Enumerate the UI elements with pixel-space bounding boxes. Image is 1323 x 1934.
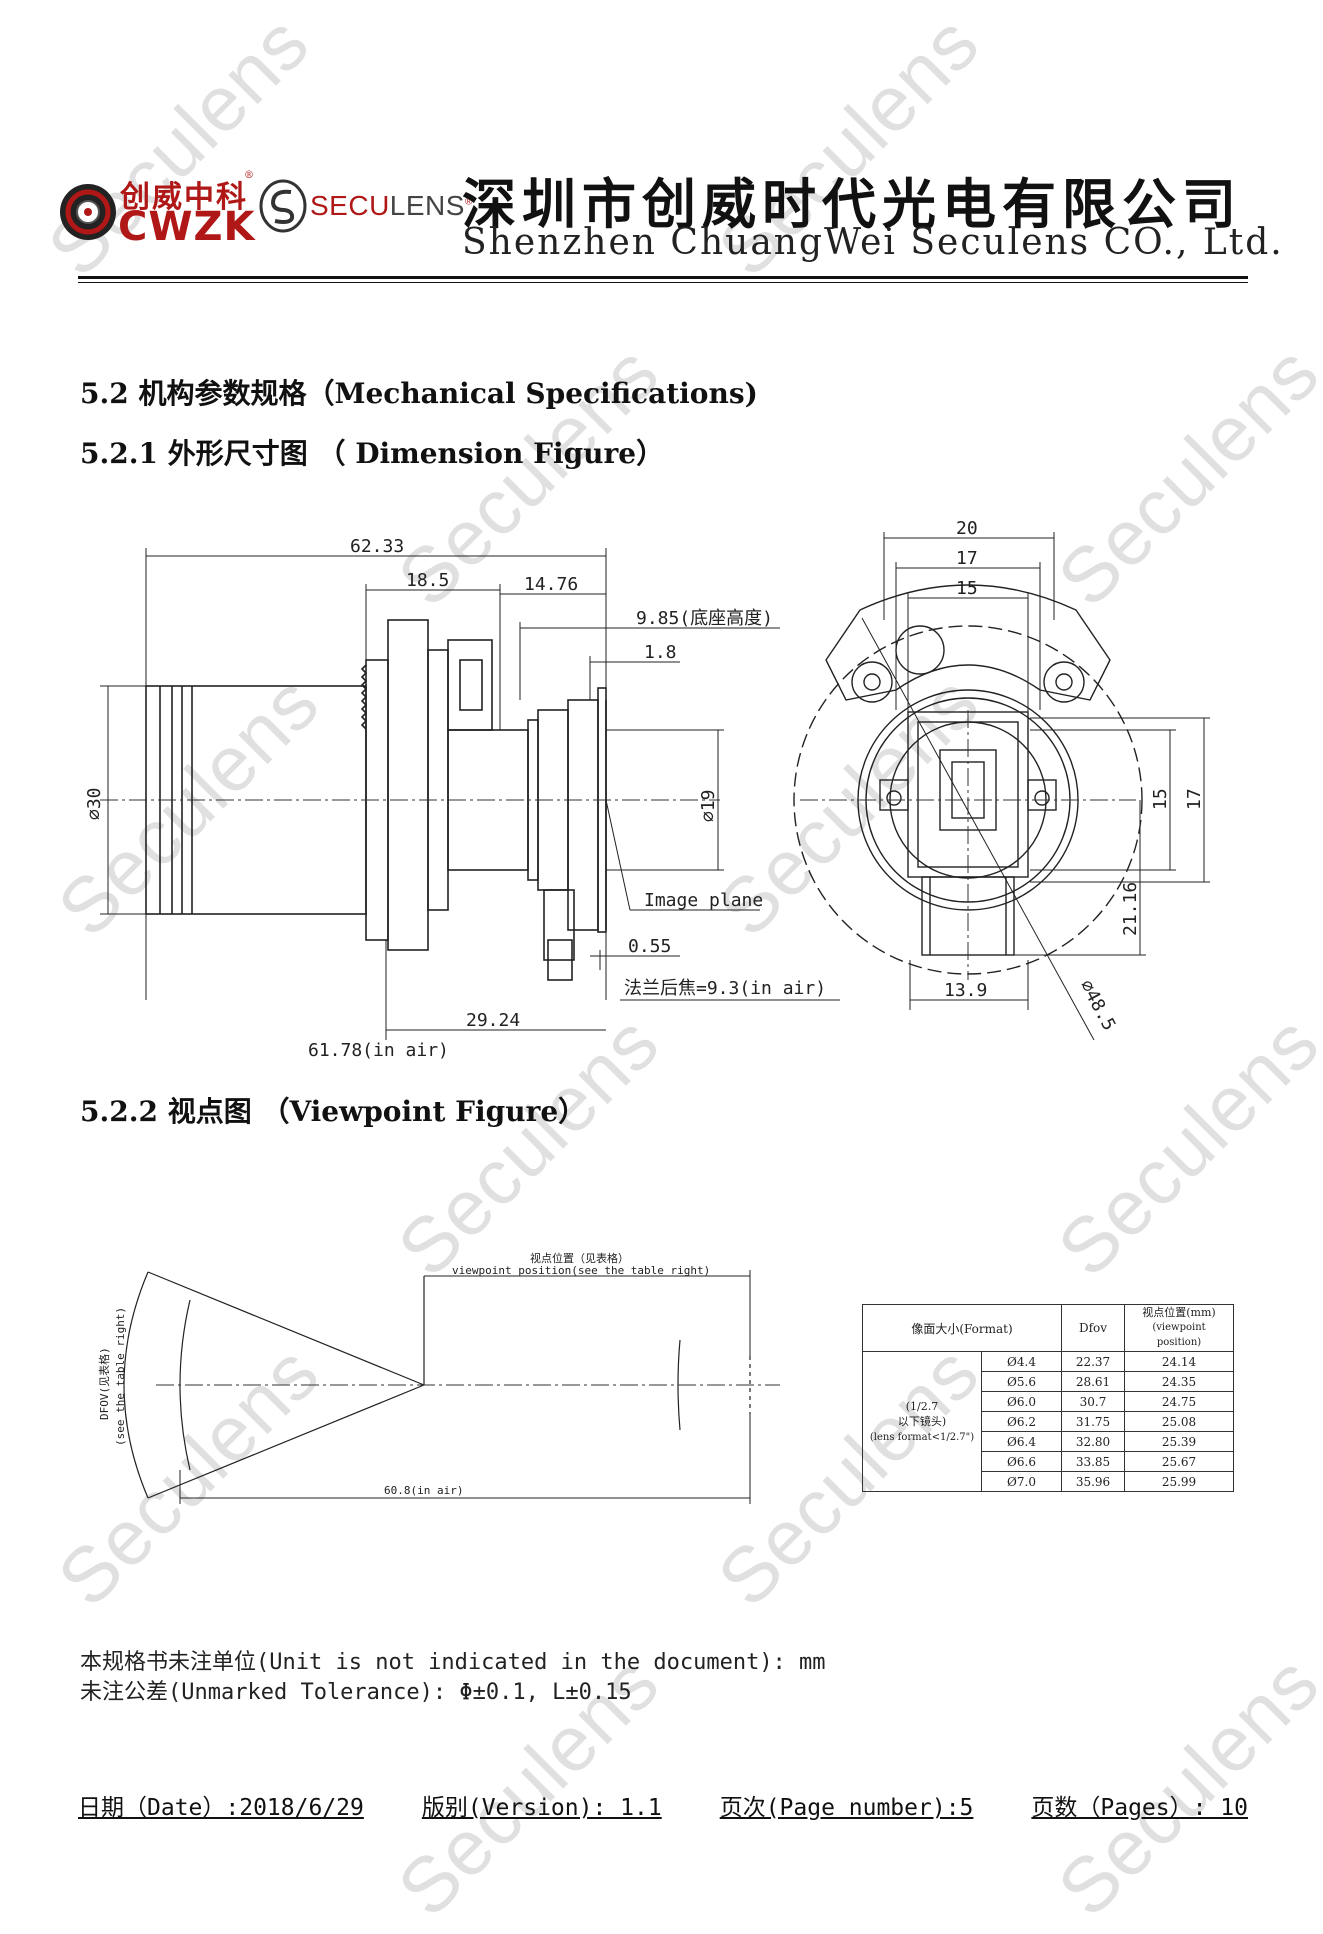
table-cell-size: Ø4.4 <box>981 1351 1062 1372</box>
table-cell-size: Ø6.2 <box>981 1411 1062 1432</box>
table-cell-dfov: 22.37 <box>1061 1351 1125 1372</box>
dim-phi30: ⌀30 <box>84 787 105 820</box>
dfov-cn: DFOV(见表格) <box>97 1347 111 1420</box>
company-name-chinese: 深圳市创威时代光电有限公司 <box>462 173 1242 236</box>
table-cell-dfov: 32.80 <box>1061 1431 1125 1452</box>
table-cell-dfov: 33.85 <box>1061 1451 1125 1472</box>
dim-18-5: 18.5 <box>406 570 449 591</box>
table-cell-viewpoint: 24.35 <box>1124 1371 1234 1392</box>
footer-total-pages: 页数（Pages）: 10 <box>1031 1795 1248 1821</box>
table-row: Ø6.0 30.7 24.75 <box>863 1391 1234 1412</box>
dim-61-78: 61.78(in air) <box>308 1040 449 1060</box>
registered-mark: ® <box>464 196 473 208</box>
table-format-cell: (1/2.7 以下镜头) (lens format<1/2.7") <box>862 1351 982 1492</box>
table-cell-size: Ø6.0 <box>981 1391 1062 1412</box>
dim-29-24: 29.24 <box>466 1010 520 1031</box>
dimension-figure: 62.33 18.5 14.76 9.85(底座高度) 1.8 ⌀30 ⌀19 … <box>84 518 1210 1060</box>
company-name-english: Shenzhen ChuangWei Seculens CO., Ltd. <box>462 222 1284 263</box>
table-cell-dfov: 31.75 <box>1061 1411 1125 1432</box>
table-row: (1/2.7 以下镜头) (lens format<1/2.7") Ø4.4 2… <box>862 1351 1234 1492</box>
seculens-logo: SECULENS® <box>310 190 473 222</box>
dfov-arc <box>123 1271 149 1499</box>
viewpoint-position-cn: 视点位置（见表格） <box>530 1251 629 1265</box>
table-header-viewpoint: 视点位置(mm) (viewpoint position) <box>1124 1304 1234 1352</box>
viewpoint-position-en: viewpoint position(see the table right) <box>452 1264 710 1277</box>
table-cell-dfov: 28.61 <box>1061 1371 1125 1392</box>
table-cell-viewpoint: 25.67 <box>1124 1451 1234 1472</box>
table-row: Ø6.6 33.85 25.67 <box>863 1451 1234 1472</box>
table-header-row: 像面大小(Format) Dfov 视点位置(mm) (viewpoint po… <box>862 1304 1234 1352</box>
table-header-format: 像面大小(Format) <box>862 1304 1062 1352</box>
section-heading-dimension: 5.2.1 外形尺寸图 （ Dimension Figure） <box>80 437 665 470</box>
watermark: Seculens <box>30 0 326 293</box>
table-header-dfov: Dfov <box>1061 1304 1125 1352</box>
registered-mark: ® <box>244 170 254 181</box>
viewpoint-table: 像面大小(Format) Dfov 视点位置(mm) (viewpoint po… <box>862 1304 1234 1492</box>
footer: 日期（Date）:2018/6/29 版别(Version): 1.1 页次(P… <box>78 1788 1248 1822</box>
section-heading-mechanical: 5.2 机构参数规格（Mechanical Specifications) <box>80 377 758 410</box>
dim-9-85: 9.85(底座高度) <box>636 608 773 629</box>
dim-13-9: 13.9 <box>944 980 987 1001</box>
dim-17-vertical: 17 <box>1184 788 1205 810</box>
table-row: Ø6.2 31.75 25.08 <box>863 1411 1234 1432</box>
dim-14-76: 14.76 <box>524 574 578 595</box>
dim-21-16: 21.16 <box>1120 882 1141 936</box>
dim-17: 17 <box>956 548 978 569</box>
dim-62-33: 62.33 <box>350 536 404 557</box>
table-cell-size: Ø5.6 <box>981 1371 1062 1392</box>
footer-version: 版别(Version): 1.1 <box>421 1795 662 1821</box>
tolerance-note: 未注公差(Unmarked Tolerance): Φ±0.1, L±0.15 <box>80 1680 632 1705</box>
seculens-logo-part: SECU <box>310 190 390 221</box>
viewpoint-figure: 视点位置（见表格） viewpoint position(see the tab… <box>97 1251 780 1504</box>
table-cell-viewpoint: 25.99 <box>1124 1471 1234 1492</box>
header-rule <box>78 276 1248 279</box>
cwzk-english-name: CWZK <box>118 204 256 250</box>
dim-15: 15 <box>956 578 978 599</box>
table-header-viewpoint-en: (viewpoint position) <box>1152 1322 1206 1348</box>
format-line: (lens format<1/2.7") <box>869 1431 975 1443</box>
dim-1-8: 1.8 <box>644 642 677 663</box>
dim-20: 20 <box>956 518 978 539</box>
table-cell-size: Ø7.0 <box>981 1471 1062 1492</box>
cwzk-logo: 创威中科 ® CWZK <box>58 170 258 250</box>
seculens-s-icon <box>259 179 307 233</box>
image-plane-label: Image plane <box>644 890 763 911</box>
dim-phi48-5: ⌀48.5 <box>1076 976 1120 1034</box>
unit-note: 本规格书未注单位(Unit is not indicated in the do… <box>80 1650 826 1675</box>
seculens-logo-part: LENS <box>389 190 465 221</box>
dim-phi19: ⌀19 <box>698 789 719 822</box>
table-cell-viewpoint: 24.14 <box>1124 1351 1234 1372</box>
format-line: (1/2.7 <box>905 1399 939 1413</box>
flange-back-focus: 法兰后焦=9.3(in air) <box>624 978 826 999</box>
footer-page-number: 页次(Page number):5 <box>719 1795 974 1821</box>
dim-15-vertical: 15 <box>1150 788 1171 810</box>
distance-60-8: 60.8(in air) <box>384 1484 463 1497</box>
footer-date: 日期（Date）:2018/6/29 <box>78 1795 364 1821</box>
mount-plate <box>825 584 1111 701</box>
table-cell-dfov: 35.96 <box>1061 1471 1125 1492</box>
table-cell-size: Ø6.6 <box>981 1451 1062 1472</box>
table-row: Ø7.0 35.96 25.99 <box>863 1471 1234 1492</box>
dim-0-55: 0.55 <box>628 936 671 957</box>
watermark: Seculens <box>1040 1638 1323 1933</box>
format-line: 以下镜头) <box>897 1414 947 1428</box>
section-heading-viewpoint: 5.2.2 视点图 （Viewpoint Figure） <box>80 1095 587 1128</box>
table-cell-dfov: 30.7 <box>1061 1391 1125 1412</box>
sensor-holder <box>907 711 1029 878</box>
dfov-en: (see the table right) <box>114 1307 127 1446</box>
header-rule <box>78 282 1248 283</box>
table-cell-size: Ø6.4 <box>981 1431 1062 1452</box>
table-row: Ø5.6 28.61 24.35 <box>863 1371 1234 1392</box>
table-cell-viewpoint: 25.39 <box>1124 1431 1234 1452</box>
table-header-viewpoint-cn: 视点位置(mm) <box>1142 1306 1216 1319</box>
table-cell-viewpoint: 25.08 <box>1124 1411 1234 1432</box>
cwzk-wheel-icon <box>60 184 116 240</box>
cwzk-chinese-name: 创威中科 <box>120 180 248 215</box>
table-cell-viewpoint: 24.75 <box>1124 1391 1234 1412</box>
